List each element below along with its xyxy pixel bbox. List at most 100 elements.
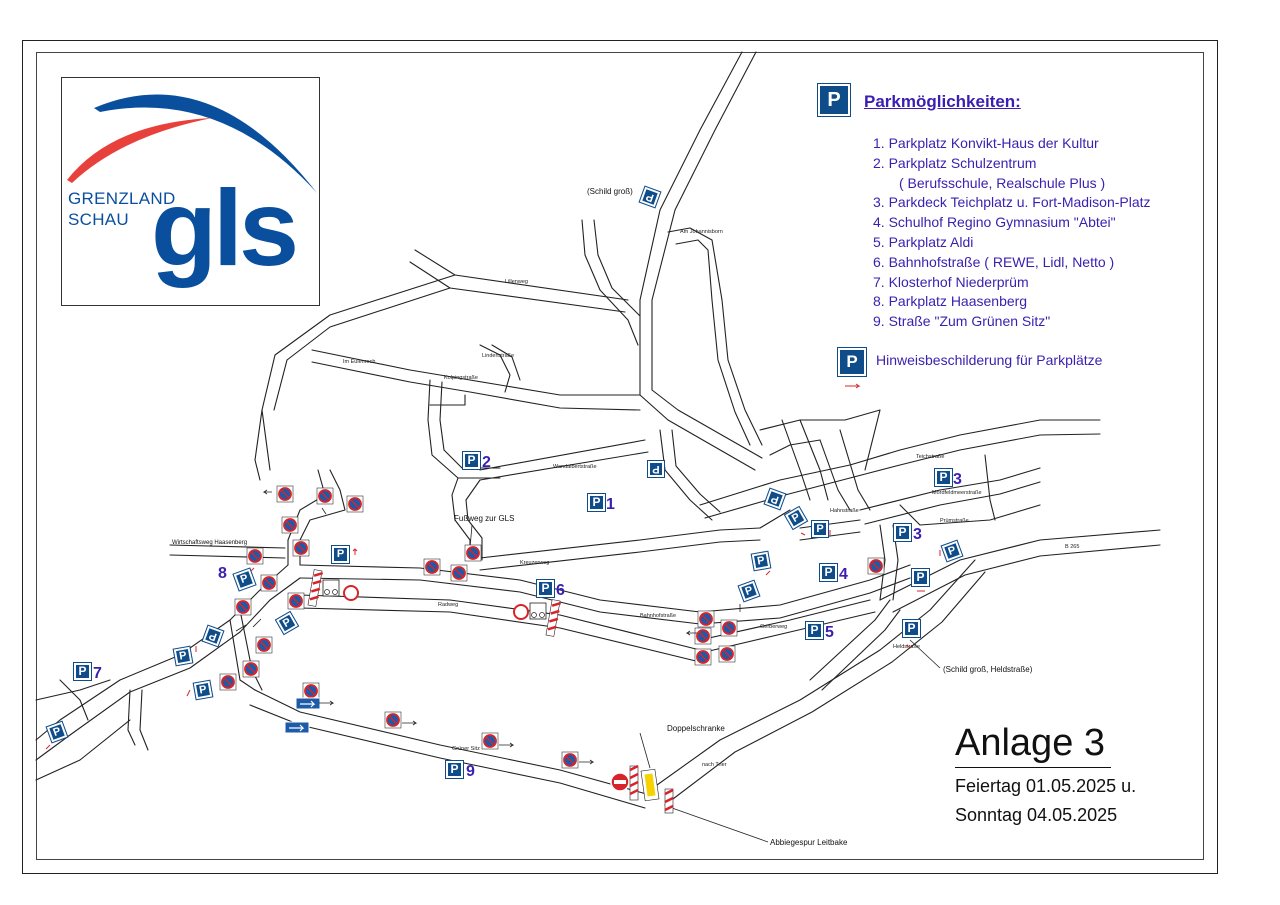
no-parking-sign-icon — [281, 516, 299, 534]
label-kreuzerweg: Kreuzerweg — [520, 560, 549, 566]
callout-doppelschranke: Doppelschranke — [667, 724, 725, 733]
parking-sign-icon: P — [911, 568, 930, 587]
list-item: 9. Straße "Zum Grünen Sitz" — [873, 313, 1051, 330]
legend-title: Parkmöglichkeiten: — [864, 92, 1021, 111]
no-parking-sign-icon — [697, 610, 715, 628]
parking-sign-icon: P — [73, 662, 92, 681]
no-parking-sign-icon — [694, 627, 712, 645]
logo-text: GRENZLAND SCHAU — [68, 188, 176, 230]
parking-list: 1. Parkplatz Konvikt-Haus der Kultur 2. … — [873, 134, 1151, 332]
parking-sign-icon: P — [587, 493, 606, 512]
no-parking-sign-icon — [316, 487, 334, 505]
no-parking-sign-icon — [260, 574, 278, 592]
list-item: 6. Bahnhofstraße ( REWE, Lidl, Netto ) — [873, 253, 1115, 270]
legend-hint: Hinweisbeschilderung für Parkplätze — [876, 352, 1103, 368]
parking-sign-icon: P — [893, 523, 912, 542]
list-item: 3. Parkdeck Teichplatz u. Fort-Madison-P… — [873, 194, 1151, 211]
no-parking-sign-icon — [694, 648, 712, 666]
road-network — [35, 51, 1161, 809]
parking-sign-icon: P — [172, 645, 194, 667]
label-am-johannisborn: Am Johannisborn — [680, 229, 723, 235]
date-line-1: Feiertag 01.05.2025 u. — [955, 776, 1137, 796]
list-item: ( Berufsschule, Realschule Plus ) — [899, 174, 1106, 191]
label-lillenweg: Lillenweg — [505, 279, 528, 285]
label-mordfeld: Mordfeldmeerstraße — [932, 490, 982, 496]
title-underline — [955, 767, 1111, 768]
callout-wirtschaftsweg: Wirtschaftsweg Haasenberg — [172, 540, 247, 546]
double-barrier — [610, 764, 674, 814]
parking-sign-icon: P — [811, 520, 829, 538]
label-hahnstrasse: Hahnstraße — [830, 508, 859, 514]
label-b265: B 265 — [1065, 544, 1079, 550]
date-line-2: Sonntag 04.05.2025 — [955, 805, 1118, 825]
no-parking-sign-icon — [255, 636, 273, 654]
red-arrows — [45, 383, 941, 750]
parking-hint-sign-icon: P — [837, 347, 867, 377]
parking-sign-icon: P — [805, 621, 824, 640]
no-parking-sign-icon — [718, 645, 736, 663]
parking-sign-icon: P — [445, 760, 464, 779]
map-frame-inner — [36, 52, 1204, 860]
label-pruemstrasse: Prümstraße — [940, 518, 969, 524]
direction-arrows — [235, 489, 741, 765]
no-vehicles-icon — [513, 604, 529, 620]
one-way-signs — [284, 697, 321, 734]
list-item: 4. Schulhof Regino Gymnasium "Abtei" — [873, 214, 1116, 231]
grenzlandschau-logo: GRENZLAND SCHAU gls — [61, 77, 320, 306]
no-parking-sign-icon — [464, 544, 482, 562]
detour-sign-icon — [644, 773, 656, 797]
label-radweg: Radweg — [438, 602, 458, 608]
no-parking-sign-icon — [384, 711, 402, 729]
no-parking-sign-icon — [346, 495, 364, 513]
parking-sign-icon: P — [536, 579, 555, 598]
list-item: 2. Parkplatz Schulzentrum — [873, 154, 1037, 171]
no-parking-sign-icon — [481, 732, 499, 750]
callout-schild-held: (Schild groß, Heldstraße) — [943, 665, 1033, 674]
no-parking-sign-icon — [561, 751, 579, 769]
parking-sign-icon: P — [934, 468, 953, 487]
no-parking-sign-icon — [450, 564, 468, 582]
list-item: 1. Parkplatz Konvikt-Haus der Kultur — [873, 135, 1099, 151]
label-kolpingstrasse: Kolpingstraße — [444, 375, 478, 381]
parking-sign-icon: P — [750, 550, 772, 572]
list-item: 8. Parkplatz Haasenberg — [873, 293, 1028, 310]
no-parking-sign-icon — [246, 547, 264, 565]
parking-sign-icon: P — [462, 451, 481, 470]
map-frame-outer — [22, 40, 1218, 874]
no-parking-sign-icon — [302, 682, 320, 700]
no-parking-signs — [219, 485, 885, 769]
no-parking-sign-icon — [234, 598, 252, 616]
page-title: Anlage 3 — [955, 722, 1106, 764]
no-parking-sign-icon — [720, 619, 738, 637]
list-item: 5. Parkplatz Aldi — [873, 233, 974, 250]
no-parking-sign-icon — [242, 660, 260, 678]
parking-sign-icon: P — [331, 545, 350, 564]
callout-fussweg: Fußweg zur GLS — [454, 514, 514, 523]
no-parking-sign-icon — [219, 673, 237, 691]
logo-line-1: GRENZLAND — [68, 189, 176, 208]
label-bahnhofstrasse: Bahnhofstraße — [640, 613, 676, 619]
logo-line-2: SCHAU — [68, 210, 130, 229]
label-wandalbertstrasse: Wandalbertstraße — [553, 464, 597, 470]
parking-sign-icon: P — [192, 679, 214, 701]
label-gerberweg: Gerberweg — [760, 624, 787, 630]
logo-wordmark: gls — [151, 167, 299, 288]
street-labels: Lillenweg Im Eulenrech Kolpingstraße Lin… — [343, 229, 1079, 768]
list-item: 7. Klosterhof Niederprüm — [873, 273, 1029, 290]
parking-sign-icon: P — [902, 619, 921, 638]
no-parking-sign-icon — [287, 592, 305, 610]
parking-sign-icon: P — [647, 460, 665, 478]
bicycle-sign-icon — [322, 579, 340, 597]
parking-sign-icon: P — [819, 563, 838, 582]
label-lindenstrasse: Lindenstraße — [482, 353, 514, 359]
label-gruener-sitz: Grüner Sitz — [452, 746, 480, 752]
no-parking-sign-icon — [423, 558, 441, 576]
callout-schild-gross: (Schild groß) — [587, 187, 633, 196]
label-teichstrasse: Teichstraße — [916, 454, 944, 460]
label-eulenrech: Im Eulenrech — [343, 359, 375, 365]
parking-sign-icon: P — [817, 83, 851, 117]
bicycle-sign-icon — [529, 602, 547, 620]
road-barriers — [307, 569, 562, 637]
no-parking-sign-icon — [867, 557, 885, 575]
